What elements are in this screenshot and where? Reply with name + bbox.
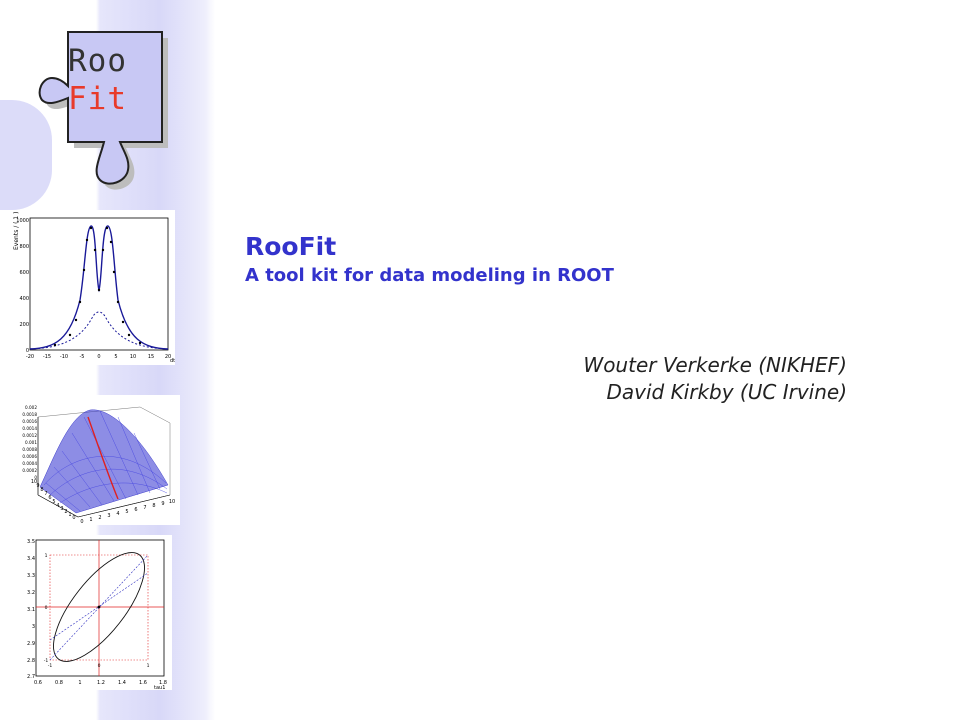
plot2-xtick: 9 bbox=[161, 501, 164, 507]
roofit-logo bbox=[34, 20, 174, 190]
plot3-ytick: 3.5 bbox=[27, 539, 35, 545]
correlation-ellipse-plot: 3.5 3.4 3.3 3.2 3.1 3 2.9 2.8 2.7 0.6 0.… bbox=[22, 535, 172, 690]
plot3-xtick: 1.8 bbox=[159, 680, 167, 686]
plot2-ztick: 0.0018 bbox=[22, 412, 37, 417]
plot1-xtick: 20 bbox=[165, 354, 171, 360]
plot2-ytick: 1 bbox=[68, 512, 71, 518]
plot3-ytick: 3.2 bbox=[27, 590, 35, 596]
plot2-ztick: 0.0002 bbox=[22, 468, 37, 473]
plot1-xtick: -15 bbox=[43, 354, 51, 360]
plot2-ytick: 9 bbox=[36, 483, 39, 489]
plot3-ytick: 2.8 bbox=[27, 658, 35, 664]
plot3-inner-ytick: 1 bbox=[45, 553, 48, 559]
plot2-ytick: 8 bbox=[40, 487, 43, 493]
plot1-ytick: 200 bbox=[19, 322, 29, 328]
author-list: Wouter Verkerke (NIKHEF) David Kirkby (U… bbox=[583, 352, 847, 406]
decay-time-plot: Events / ( 1 ) 0 200 400 600 800 1000 -2… bbox=[10, 210, 175, 365]
surface-plot: 0.002 0.0018 0.0016 0.0014 0.0012 0.001 … bbox=[10, 395, 180, 525]
plot2-xtick: 5 bbox=[125, 509, 128, 515]
plot2-xtick: 2 bbox=[98, 515, 101, 521]
plot2-ztick: 0.001 bbox=[25, 440, 37, 445]
plot2-ztick: 0.0008 bbox=[22, 447, 37, 452]
plot3-xtick: 1 bbox=[78, 680, 81, 686]
author-name: David Kirkby (UC Irvine) bbox=[606, 380, 847, 404]
plot3-ytick: 2.7 bbox=[27, 674, 35, 680]
plot2-ytick: 2 bbox=[64, 509, 67, 515]
plot2-xtick: 6 bbox=[134, 507, 137, 513]
plot1-xtick: -10 bbox=[60, 354, 68, 360]
plot3-xlabel: tau1 bbox=[154, 685, 165, 690]
logo-fit-text: Fit bbox=[68, 81, 127, 117]
plot2-ytick: 4 bbox=[56, 503, 59, 509]
plot2-ytick: 7 bbox=[44, 491, 47, 497]
sidebar-decoration bbox=[0, 100, 52, 210]
plot2-ytick: 3 bbox=[60, 506, 63, 512]
plot2-xtick: 4 bbox=[116, 511, 119, 517]
plot2-xtick: 3 bbox=[107, 513, 110, 519]
plot3-inner-xtick: -1 bbox=[48, 663, 53, 669]
plot3-inner-xtick: 1 bbox=[147, 663, 150, 669]
plot2-xtick: 10 bbox=[169, 499, 175, 505]
plot3-ytick: 3.3 bbox=[27, 573, 35, 579]
plot2-xtick: 8 bbox=[152, 503, 155, 509]
plot2-ztick: 0.002 bbox=[25, 405, 37, 410]
plot3-inner-ytick: 0 bbox=[45, 605, 48, 611]
plot2-xtick: 1 bbox=[89, 517, 92, 523]
plot2-ztick: 0 bbox=[34, 475, 37, 480]
plot1-ytick: 400 bbox=[19, 296, 29, 302]
author-name: Wouter Verkerke (NIKHEF) bbox=[583, 353, 847, 377]
plot3-xtick: 0.6 bbox=[34, 680, 42, 686]
plot1-ytick: 1000 bbox=[16, 218, 29, 224]
plot3-inner-xtick: 0 bbox=[98, 663, 101, 669]
plot1-xtick: 0 bbox=[97, 354, 100, 360]
plot3-xtick: 1.4 bbox=[118, 680, 126, 686]
plot2-ztick: 0.0016 bbox=[22, 419, 37, 424]
plot1-xtick: -5 bbox=[80, 354, 85, 360]
plot1-ylabel: Events / ( 1 ) bbox=[13, 212, 20, 250]
plot2-ytick: 5 bbox=[52, 499, 55, 505]
logo-roo-text: Roo bbox=[68, 43, 127, 79]
plot1-ytick: 0 bbox=[26, 348, 29, 354]
slide-subtitle: A tool kit for data modeling in ROOT bbox=[245, 265, 614, 286]
plot3-inner-ytick: -1 bbox=[44, 658, 49, 664]
plot2-ytick: 10 bbox=[31, 479, 37, 485]
plot1-xtick: 15 bbox=[148, 354, 154, 360]
plot3-ytick: 3 bbox=[32, 624, 35, 630]
plot2-ytick: 0 bbox=[72, 515, 75, 521]
plot3-ytick: 3.1 bbox=[27, 607, 35, 613]
plot3-ytick: 2.9 bbox=[27, 641, 35, 647]
slide-title: RooFit bbox=[245, 232, 337, 261]
plot1-ytick: 800 bbox=[19, 244, 29, 250]
plot1-ytick: 600 bbox=[19, 270, 29, 276]
plot2-ztick: 0.0012 bbox=[22, 433, 37, 438]
plot2-xtick: 7 bbox=[143, 505, 146, 511]
plot1-xtick: 10 bbox=[130, 354, 136, 360]
plot1-xtick: 5 bbox=[114, 354, 117, 360]
plot3-ytick: 3.4 bbox=[27, 556, 35, 562]
plot2-ztick: 0.0006 bbox=[22, 454, 37, 459]
plot1-xlabel: dt bbox=[170, 358, 175, 364]
title-block: RooFit A tool kit for data modeling in R… bbox=[245, 232, 614, 288]
plot3-xtick: 0.8 bbox=[55, 680, 63, 686]
plot1-xtick: -20 bbox=[26, 354, 34, 360]
plot2-xtick: 0 bbox=[80, 519, 83, 525]
plot3-xtick: 1.6 bbox=[139, 680, 147, 686]
plot2-ztick: 0.0004 bbox=[22, 461, 37, 466]
plot2-ytick: 6 bbox=[48, 495, 51, 501]
plot3-xtick: 1.2 bbox=[97, 680, 105, 686]
plot2-ztick: 0.0014 bbox=[22, 426, 37, 431]
